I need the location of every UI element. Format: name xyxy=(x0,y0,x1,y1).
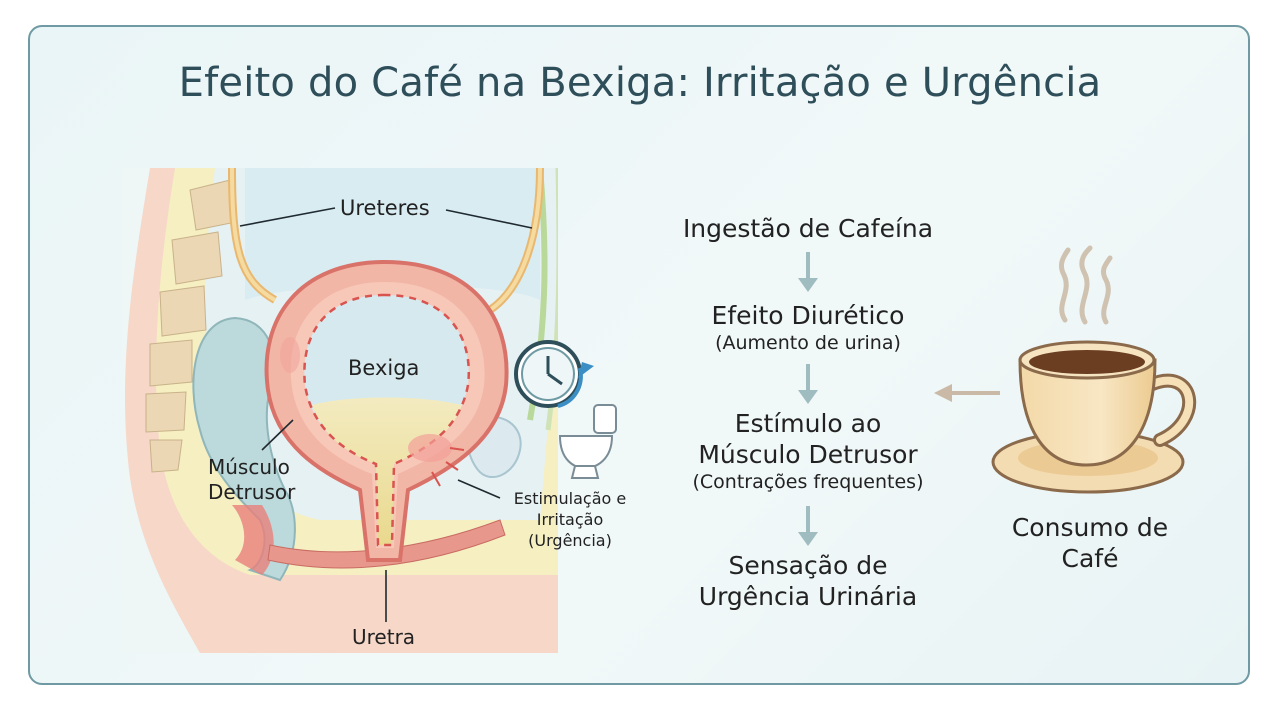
irritation-marks xyxy=(431,447,465,487)
flow-step-diuretico-sub: (Aumento de urina) xyxy=(715,332,901,354)
flow-step-urgencia-line2: Urgência Urinária xyxy=(698,582,918,611)
flow-step-diuretico: Efeito Diurético (Aumento de urina) xyxy=(658,300,958,355)
arrow-icon xyxy=(934,384,1000,402)
flow-arrows xyxy=(798,252,818,546)
flow-step-detrusor-line2: Músculo Detrusor xyxy=(698,440,918,469)
flow-step-urgencia: Sensação de Urgência Urinária xyxy=(658,550,958,612)
spine xyxy=(145,179,237,473)
label-bexiga: Bexiga xyxy=(348,356,420,380)
coffee-label-line1: Consumo de xyxy=(1011,513,1169,542)
label-estimulacao-line2: Irritação xyxy=(536,510,604,529)
flow-step-detrusor-sub: (Contrações frequentes) xyxy=(692,471,924,493)
toilet-icon xyxy=(558,404,617,479)
leader-lines xyxy=(239,207,533,622)
label-musculo-detrusor: Músculo Detrusor xyxy=(208,455,295,505)
label-estimulacao-line3: (Urgência) xyxy=(528,531,612,550)
label-uretra: Uretra xyxy=(352,625,416,649)
steam-icon xyxy=(1059,245,1113,325)
flow-step-diuretico-text: Efeito Diurético xyxy=(711,301,905,330)
label-musculo-line2: Detrusor xyxy=(208,480,296,504)
coffee-label: Consumo de Café xyxy=(990,512,1190,574)
coffee-label-line2: Café xyxy=(1061,544,1119,573)
flow-step-ingestao: Ingestão de Cafeína xyxy=(658,213,958,244)
flow-step-ingestao-text: Ingestão de Cafeína xyxy=(682,214,934,243)
flow-step-detrusor: Estímulo ao Músculo Detrusor (Contrações… xyxy=(658,408,958,494)
flow-step-detrusor-line1: Estímulo ao xyxy=(734,409,882,438)
bladder xyxy=(264,259,509,562)
label-estimulacao-line1: Estimulação e xyxy=(513,489,627,508)
coffee-cup-icon xyxy=(991,340,1197,494)
label-musculo-line1: Músculo xyxy=(208,455,290,479)
flow-step-urgencia-line1: Sensação de xyxy=(728,551,888,580)
page-title: Efeito do Café na Bexiga: Irritação e Ur… xyxy=(178,60,1102,106)
label-ureteres: Ureteres xyxy=(340,196,430,220)
clock-icon xyxy=(514,340,594,408)
label-estimulacao: Estimulação e Irritação (Urgência) xyxy=(500,488,640,551)
